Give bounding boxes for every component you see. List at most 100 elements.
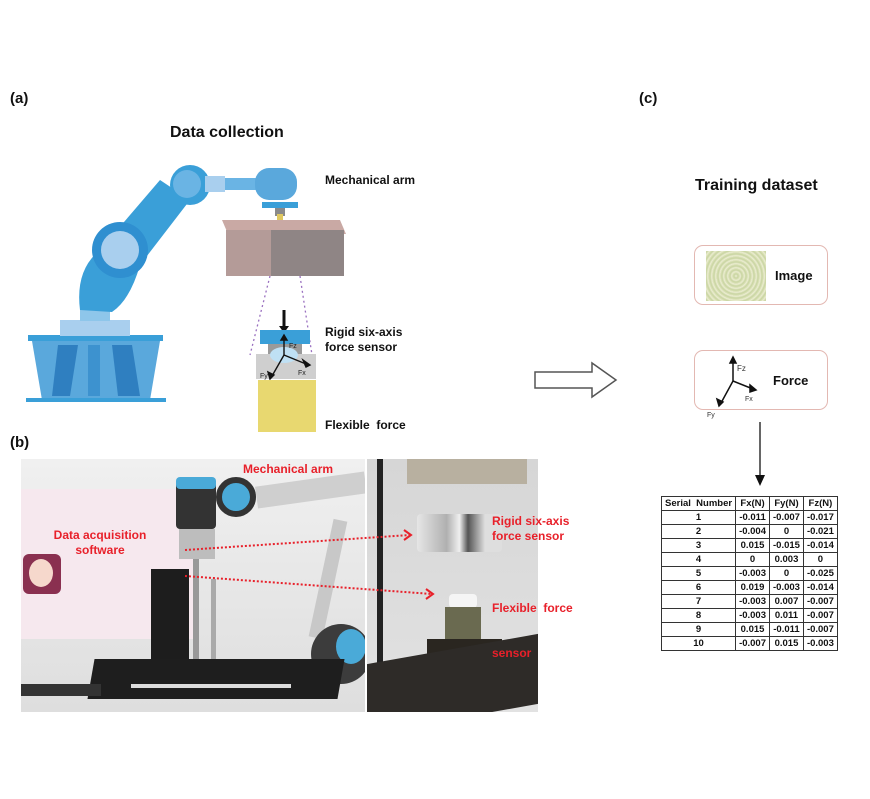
cell-fy: -0.007 [769, 510, 804, 525]
robot-pedestal [60, 320, 130, 336]
training-data-table: Serial Number Fx(N) Fy(N) Fz(N) 1-0.011-… [660, 496, 838, 651]
axis-fx-label: Fx [298, 370, 306, 377]
cell-fx: 0.015 [735, 622, 770, 637]
cell-fx: -0.004 [735, 524, 770, 539]
cell-fy: -0.015 [769, 538, 804, 553]
cell-fy: 0.011 [769, 608, 804, 623]
header-fy: Fy(N) [769, 496, 804, 511]
cell-serial: 3 [660, 538, 737, 553]
cell-fz: -0.007 [802, 594, 838, 609]
header-serial: Serial Number [660, 496, 737, 511]
cell-fy: 0 [769, 524, 804, 539]
cell-fz: -0.003 [802, 636, 838, 651]
annotation-daq-line2: software [75, 543, 125, 557]
cell-fx: -0.011 [735, 510, 770, 525]
panel-c-label: (c) [639, 90, 658, 107]
arrow-to-flexible-sensor [184, 575, 433, 595]
axis-fz-label: Fz [289, 343, 297, 350]
flexible-sensor-block [258, 380, 316, 432]
cell-fx: 0 [735, 552, 770, 567]
table-row: 1-0.011-0.007-0.017 [660, 510, 838, 525]
rigid-sensor-photo [417, 514, 502, 552]
axis-fy-label: Fy [707, 412, 715, 419]
cell-serial: 1 [660, 510, 737, 525]
cell-fx: 0.019 [735, 580, 770, 595]
image-card: Image [694, 245, 828, 305]
cell-fz: -0.025 [802, 566, 838, 581]
cell-fx: -0.003 [735, 566, 770, 581]
force-card-label: Force [773, 373, 809, 388]
table-header-row: Serial Number Fx(N) Fy(N) Fz(N) [660, 496, 838, 511]
axis-fx-label: Fx [745, 396, 753, 403]
robot-elbow-joint [101, 231, 139, 269]
cell-serial: 7 [660, 594, 737, 609]
robot-wrist [255, 168, 297, 200]
label-flexible-sensor-line1: Flexible force [325, 418, 406, 432]
arrow-to-rigid-sensor [184, 534, 411, 551]
cell-fy: -0.011 [769, 622, 804, 637]
robot-base-top [28, 335, 163, 341]
cell-fz: -0.021 [802, 524, 838, 539]
label-mechanical-arm: Mechanical arm [325, 173, 416, 187]
photo-setup [21, 459, 365, 712]
cell-fx: -0.003 [735, 594, 770, 609]
cell-serial: 9 [660, 622, 737, 637]
annotation-rigid-sensor: Rigid six-axis force sensor [492, 514, 569, 544]
panel-a-label: (a) [10, 90, 29, 107]
cell-serial: 10 [660, 636, 737, 651]
cell-fy: 0.007 [769, 594, 804, 609]
axis-fy-label: Fy [260, 373, 268, 380]
annotation-daq-line1: Data acquisition [53, 528, 147, 542]
annotation-flex-line2: sensor [492, 646, 532, 660]
force-axes-icon: Fz Fx Fy [707, 355, 758, 419]
cell-serial: 5 [660, 566, 737, 581]
annotation-flexible-sensor: Flexible force sensor [492, 571, 573, 676]
cell-fz: -0.007 [802, 608, 838, 623]
force-card: Fz Fx Fy Force [694, 350, 828, 419]
cell-serial: 6 [660, 580, 737, 595]
robot-arm-illustration: Fz Fx Fy [26, 165, 346, 432]
cell-fx: -0.007 [735, 636, 770, 651]
cell-serial: 8 [660, 608, 737, 623]
cell-serial: 2 [660, 524, 737, 539]
photo-closeup [367, 459, 538, 712]
annotation-mechanical-arm: Mechanical arm [243, 462, 334, 476]
cell-fz: -0.014 [802, 580, 838, 595]
header-fx: Fx(N) [735, 496, 770, 511]
annotation-daq-software: Data acquisition software [40, 528, 160, 558]
cell-fx: 0.015 [735, 538, 770, 553]
robot-shoulder-joint [173, 170, 201, 198]
annotation-flex-line1: Flexible force [492, 601, 573, 615]
label-rigid-sensor-line1: Rigid six-axis [325, 325, 403, 339]
cell-fz: -0.014 [802, 538, 838, 553]
fingerprint-image [706, 251, 766, 301]
image-card-label: Image [775, 268, 813, 283]
label-rigid-sensor-line2: force sensor [325, 340, 398, 354]
annotation-rigid-line1: Rigid six-axis [492, 514, 570, 528]
cell-fz: -0.007 [802, 622, 838, 637]
cell-fy: -0.003 [769, 580, 804, 595]
cell-fy: 0.015 [769, 636, 804, 651]
panel-a-title: Data collection [170, 124, 284, 141]
cell-fz: -0.017 [802, 510, 838, 525]
annotation-rigid-line2: force sensor [492, 529, 565, 543]
flow-arrow-icon [534, 361, 618, 399]
header-fz: Fz(N) [802, 496, 838, 511]
axis-fz-label: Fz [737, 364, 746, 373]
down-arrow-icon [755, 422, 765, 486]
cell-serial: 4 [660, 552, 737, 567]
label-rigid-sensor: Rigid six-axis force sensor [325, 325, 402, 355]
cell-fx: -0.003 [735, 608, 770, 623]
panel-b-label: (b) [10, 434, 30, 451]
cell-fz: 0 [802, 552, 838, 567]
